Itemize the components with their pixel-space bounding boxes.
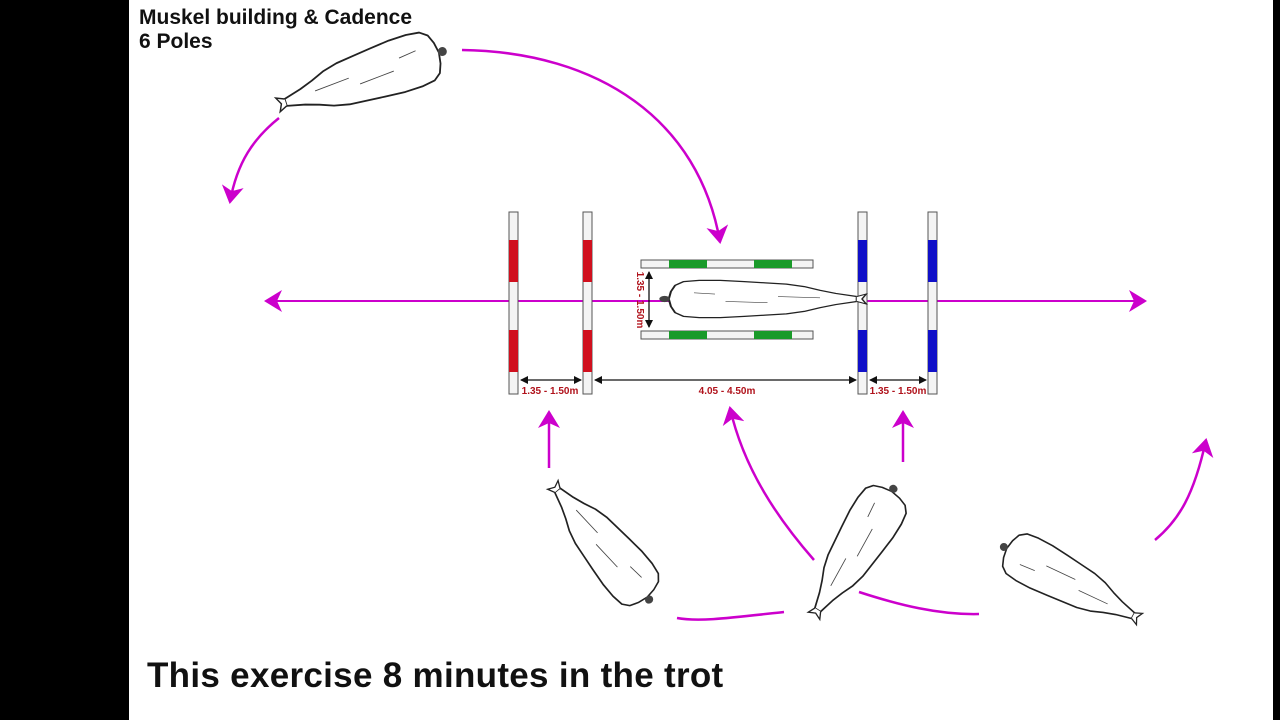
title-line-2: 6 Poles bbox=[139, 30, 213, 53]
horse-bottom-right-icon bbox=[988, 523, 1152, 642]
red-pole-1 bbox=[508, 211, 519, 395]
dim-label-green: 1.35 - 1.50m bbox=[634, 272, 645, 329]
caption: This exercise 8 minutes in the trot bbox=[147, 656, 724, 695]
horse-bottom-center-icon bbox=[791, 471, 918, 631]
dim-label-center: 4.05 - 4.50m bbox=[699, 386, 756, 397]
arc-top-left-arrow bbox=[221, 117, 280, 204]
red-pole-2 bbox=[582, 211, 593, 395]
horse-bottom-left-icon bbox=[532, 467, 672, 620]
green-pole-top bbox=[640, 259, 814, 269]
slide: 1.35 - 1.50m 4.05 - 4.50m 1.35 - 1.50m 1… bbox=[129, 0, 1273, 720]
horse-top-icon bbox=[268, 23, 456, 132]
arc-bottom-right-connector bbox=[858, 590, 980, 616]
arc-far-right-up-arrow bbox=[1154, 438, 1214, 541]
pole-exercise-diagram: 1.35 - 1.50m 4.05 - 4.50m 1.35 - 1.50m 1… bbox=[221, 23, 1214, 642]
green-pole-bottom bbox=[640, 330, 814, 340]
dim-label-red: 1.35 - 1.50m bbox=[522, 386, 579, 397]
horse-center-icon bbox=[658, 279, 868, 319]
blue-pole-2 bbox=[927, 211, 938, 395]
dim-label-blue: 1.35 - 1.50m bbox=[870, 386, 927, 397]
arc-center-up-arrow bbox=[722, 406, 815, 561]
arc-top-right-arrow bbox=[461, 48, 729, 244]
arc-bottom-left-connector bbox=[676, 610, 785, 621]
title-line-1: Muskel building & Cadence bbox=[139, 6, 413, 29]
